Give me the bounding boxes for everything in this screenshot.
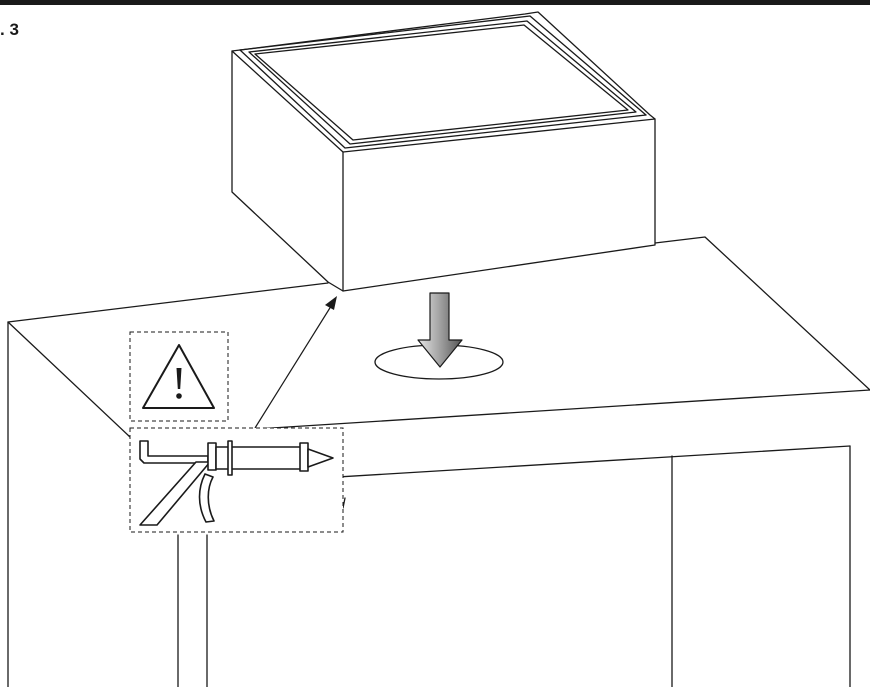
header-rule <box>0 0 870 5</box>
warning-box <box>129 331 229 422</box>
sink-basin <box>231 11 656 292</box>
seal-leader-arrow <box>254 296 337 429</box>
down-arrow-icon <box>417 292 463 368</box>
figure-label: . 3 <box>0 20 19 39</box>
warning-triangle-icon <box>142 344 215 409</box>
sealant-box <box>129 427 344 533</box>
caulking-gun-icon <box>139 440 334 526</box>
